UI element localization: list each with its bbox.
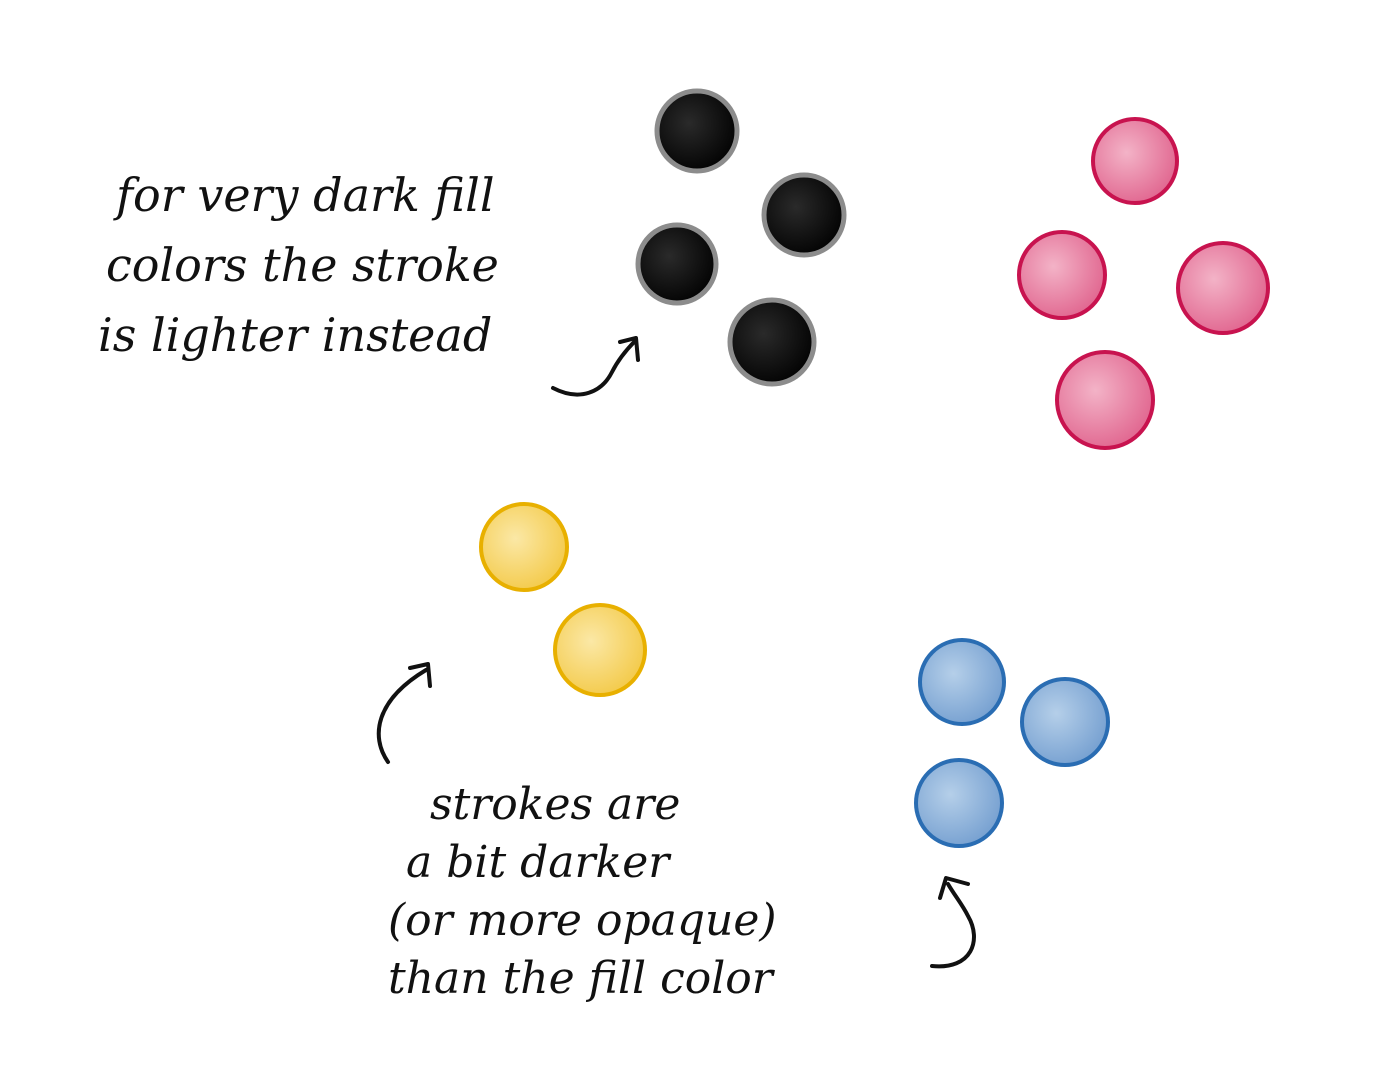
arrow-to-blue-dots-icon: [930, 882, 976, 969]
arrow-head-icon: [408, 662, 432, 688]
arrow-to-yellow-dots-icon: [376, 668, 428, 764]
arrow-head-icon: [938, 876, 970, 900]
annotation-line: colors the stroke: [106, 238, 499, 292]
annotation-line: than the fill color: [388, 953, 773, 1004]
pink-dot: [1091, 117, 1179, 205]
yellow-dot: [553, 603, 647, 697]
blue-dot: [914, 758, 1004, 848]
black-dot: [635, 222, 719, 306]
arrow-head-icon: [618, 336, 640, 362]
arrow-to-black-dots-icon: [551, 338, 638, 397]
annotation-line: strokes are: [430, 779, 681, 830]
pink-dot-group: [1017, 117, 1270, 450]
yellow-dot: [479, 502, 569, 592]
pink-dot: [1176, 241, 1270, 335]
blue-dot: [918, 638, 1006, 726]
annotation-line: a bit darker: [406, 837, 670, 888]
black-dot: [727, 297, 817, 387]
yellow-dot-group: [479, 502, 647, 697]
annotation-line: is lighter instead: [98, 308, 493, 362]
blue-dot-group: [914, 638, 1110, 848]
annotation-line: (or more opaque): [388, 895, 777, 946]
annotation-line: for very dark fill: [116, 168, 495, 222]
pink-dot: [1017, 230, 1107, 320]
blue-dot: [1020, 677, 1110, 767]
black-dot: [761, 172, 847, 258]
pink-dot: [1055, 350, 1155, 450]
black-dot-group: [635, 88, 847, 387]
black-dot: [654, 88, 740, 174]
dark-fill-annotation: for very dark fill colors the stroke is …: [98, 160, 499, 370]
stroke-annotation: strokes are a bit darker (or more opaque…: [388, 776, 777, 1008]
